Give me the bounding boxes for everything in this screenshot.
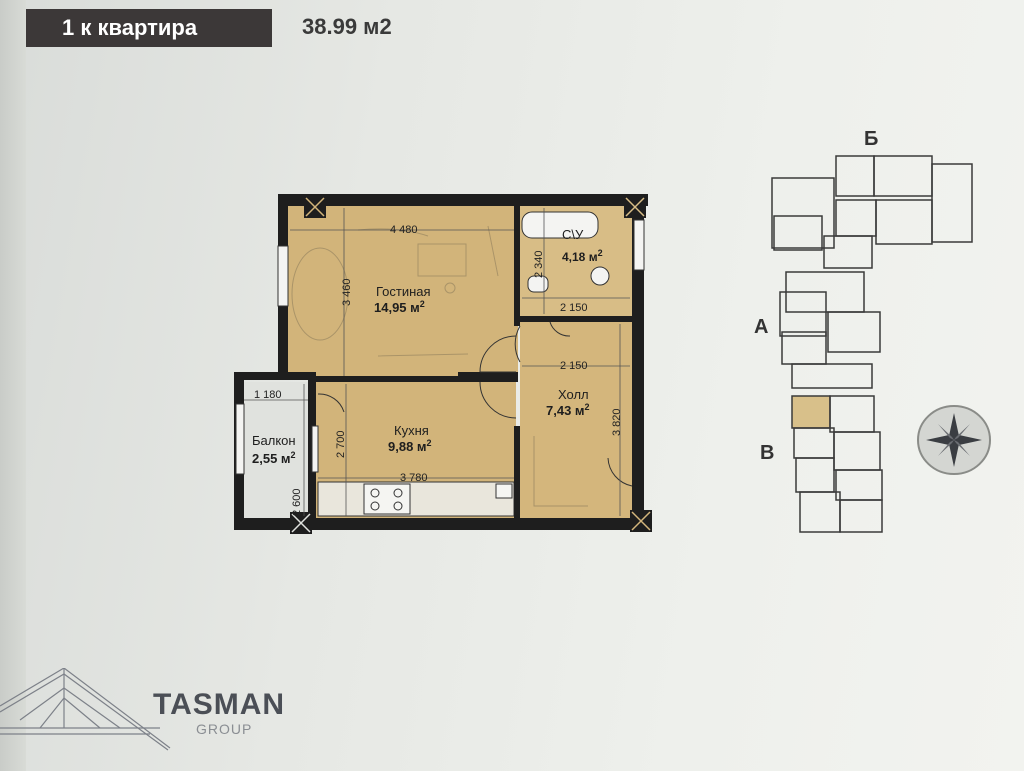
compass-rose-icon <box>916 405 994 482</box>
bathroom-area-label: 4,18 м2 <box>562 248 603 264</box>
balcony-width-label: 1 180 <box>254 389 282 401</box>
living-room-depth-label: 3 460 <box>341 278 353 306</box>
living-room-furniture <box>291 225 499 357</box>
kitchen-counter <box>317 481 515 517</box>
living-room-door <box>479 335 517 373</box>
balcony-door <box>317 393 345 413</box>
bathroom-depth-label: 2 340 <box>533 250 545 278</box>
building-outline-a <box>779 271 881 389</box>
balcony-name: Балкон <box>252 433 296 448</box>
apartment-type-label: 1 к квартира <box>26 9 272 47</box>
column-markers <box>290 196 652 534</box>
bathroom-name: С\У <box>562 227 584 242</box>
hall-width-label: 2 150 <box>560 360 588 372</box>
bridge-logo-icon <box>0 667 180 763</box>
entrance-door <box>607 457 633 487</box>
hall-wardrobe <box>533 436 588 507</box>
windows <box>235 219 645 475</box>
total-area-label: 38.99 м2 <box>302 14 392 39</box>
bathroom-fixtures <box>521 211 610 293</box>
building-outline-b <box>771 155 973 269</box>
kitchen-door <box>479 381 517 419</box>
living-room-name: Гостиная <box>376 284 431 299</box>
sink <box>495 483 513 499</box>
kitchen-name: Кухня <box>394 423 429 438</box>
living-room-area <box>286 206 518 378</box>
building-scheme-drawing <box>771 155 973 533</box>
balcony-area <box>242 382 312 518</box>
building-outline-v <box>791 395 883 533</box>
washbasin <box>590 266 610 286</box>
kitchen-area-label: 9,88 м2 <box>388 438 432 454</box>
bathroom-width-label: 2 150 <box>560 302 588 314</box>
highlighted-apartment <box>791 395 831 429</box>
living-room-area-label: 14,95 м2 <box>374 299 425 315</box>
brand-name: TASMAN <box>153 688 286 721</box>
building-scheme <box>744 120 984 555</box>
stove <box>363 483 411 515</box>
bathtub <box>521 211 599 239</box>
toilet <box>527 275 549 293</box>
balcony-depth-label: 2 600 <box>291 488 303 516</box>
dimension-lines <box>244 208 630 516</box>
hall-name: Холл <box>558 387 589 402</box>
doors <box>317 321 633 487</box>
kitchen-depth-label: 2 700 <box>335 430 347 458</box>
floor-plan: 4 480 3 460 2 340 2 150 2 150 3 820 3 78… <box>228 186 668 551</box>
living-room-width-label: 4 480 <box>390 224 418 236</box>
section-a-label: А <box>754 316 769 338</box>
floor-plan-drawing: 4 480 3 460 2 340 2 150 2 150 3 820 3 78… <box>234 194 652 534</box>
balcony-area-label: 2,55 м2 <box>252 450 296 466</box>
section-b-label: Б <box>864 128 879 150</box>
section-v-label: В <box>760 442 775 464</box>
hall-depth-label: 3 820 <box>611 408 623 436</box>
hall-area <box>520 322 632 518</box>
page-edge <box>0 0 26 771</box>
kitchen-width-label: 3 780 <box>400 472 428 484</box>
hall-area-label: 7,43 м2 <box>546 402 590 418</box>
brand-subtitle: GROUP <box>196 721 253 737</box>
